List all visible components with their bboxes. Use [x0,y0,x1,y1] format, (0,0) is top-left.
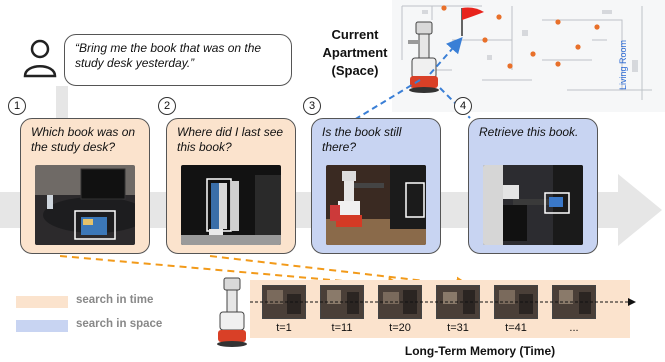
step-number-4: 4 [454,97,472,115]
step-text-2: Where did I last see this book? [177,125,284,154]
frame-label: t=31 [447,322,469,334]
step-number-1: 1 [8,97,26,115]
living-room-label: Living Room [618,39,628,90]
map-markers [441,5,600,69]
step-card-4: Retrieve this book. [468,118,598,254]
user-icon [23,39,57,78]
step-card-3: Is the book still there? [311,118,441,254]
frame-label: t=1 [276,322,292,334]
memory-robot-icon [217,277,247,347]
step-number-2: 2 [158,97,176,115]
frame-label: ... [569,322,579,334]
apartment-title-line3: (Space) [331,63,379,78]
robot-retrieving-photo [483,165,583,245]
study-desk-photo [35,165,135,245]
memory-timeline-line [250,298,636,306]
memory-title: Long-Term Memory (Time) [404,344,556,358]
legend-space-swatch [16,320,68,332]
legend-time-label: search in time [76,294,154,306]
step-number-3: 3 [303,97,321,115]
apartment-title-line2: Apartment [322,45,388,60]
step-text-1: Which book was on the study desk? [31,125,136,154]
apartment-map: Living Room [392,0,665,112]
legend-time-swatch [16,296,68,308]
apartment-title-line1: Current [331,27,379,42]
step-card-2: Where did I last see this book? [166,118,296,254]
flag-icon [461,7,484,36]
bookshelf-photo [181,165,281,245]
frame-label: t=11 [331,322,353,334]
user-query-bubble: “Bring me the book that was on the study… [64,34,292,86]
user-query-text: “Bring me the book that was on the study… [75,41,262,70]
step-text-3: Is the book still there? [322,125,402,154]
step-card-1: Which book was on the study desk? [20,118,150,254]
apartment-title: Current Apartment (Space) [300,26,410,80]
speech-connector [56,86,68,118]
step-text-4: Retrieve this book. [479,125,579,139]
robot-checking-photo [326,165,426,245]
frame-label: t=41 [505,322,527,334]
frame-label: t=20 [389,322,411,334]
legend-space-label: search in space [76,318,163,330]
